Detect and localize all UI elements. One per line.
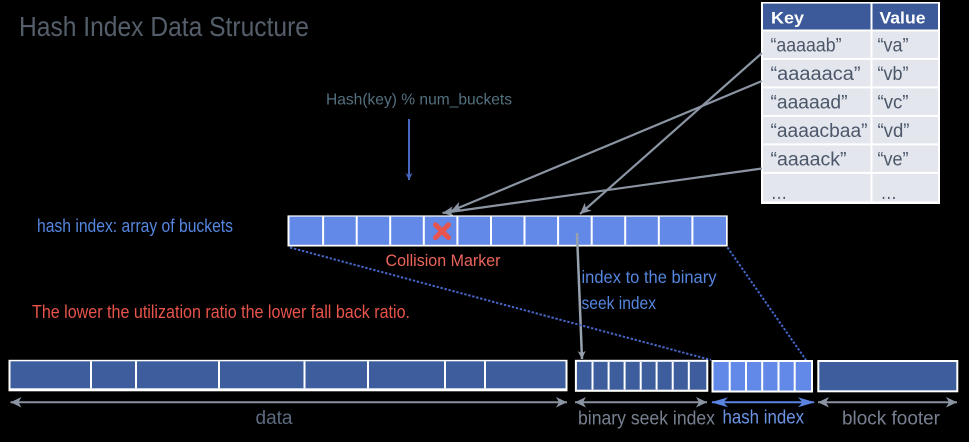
- svg-text:“vd”: “vd”: [878, 121, 910, 142]
- svg-text:Hash(key) % num_buckets: Hash(key) % num_buckets: [326, 92, 512, 109]
- svg-text:“ve”: “ve”: [878, 150, 909, 171]
- svg-text:data: data: [256, 408, 293, 429]
- svg-text:“vb”: “vb”: [878, 64, 909, 85]
- svg-text:The lower the utilization rati: The lower the utilization ratio the lowe…: [32, 302, 410, 322]
- svg-text:“aaaaab”: “aaaaab”: [771, 36, 842, 57]
- svg-text:“aaaaaca”: “aaaaaca”: [771, 64, 861, 85]
- svg-text:…: …: [881, 183, 898, 204]
- svg-text:Hash Index Data Structure: Hash Index Data Structure: [19, 11, 309, 42]
- svg-text:“va”: “va”: [878, 36, 909, 57]
- svg-text:“aaaacbaa”: “aaaacbaa”: [771, 121, 868, 142]
- svg-text:Collision Marker: Collision Marker: [386, 251, 501, 270]
- svg-text:“aaaaad”: “aaaaad”: [771, 93, 848, 114]
- svg-text:Key: Key: [771, 10, 805, 28]
- svg-text:Value: Value: [880, 10, 926, 28]
- svg-text:hash index: array of buckets: hash index: array of buckets: [37, 215, 233, 236]
- svg-text:“aaaack”: “aaaack”: [771, 150, 847, 171]
- svg-text:seek index: seek index: [582, 293, 657, 313]
- svg-text:“vc”: “vc”: [878, 93, 909, 114]
- svg-text:binary seek index: binary seek index: [578, 409, 715, 430]
- svg-text:block footer: block footer: [842, 409, 941, 430]
- svg-text:index to the binary: index to the binary: [582, 267, 717, 287]
- svg-text:…: …: [771, 183, 788, 204]
- svg-text:hash index: hash index: [723, 408, 805, 429]
